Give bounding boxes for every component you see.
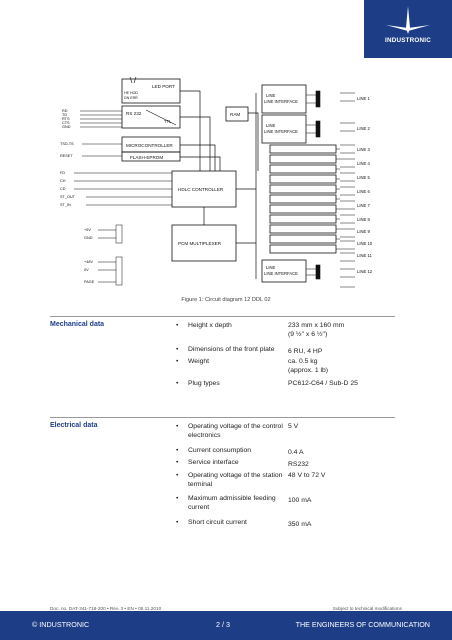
line-label: LINE 9 <box>357 229 370 234</box>
svg-text:LINE INTERFACE: LINE INTERFACE <box>264 99 298 104</box>
svg-text:RAM: RAM <box>230 112 240 117</box>
svg-text:CD: CD <box>60 187 66 191</box>
doc-reference: Doc. no. DAT-341-718-200 • Rev. 3 • EN •… <box>50 606 162 611</box>
svg-text:+5V: +5V <box>84 228 91 232</box>
svg-text:LINE INTERFACE: LINE INTERFACE <box>264 271 298 276</box>
left-signals-pwr: +5V GND +48V 0V PAGE <box>84 228 95 284</box>
subject-to-change: Subject to technical modifications <box>332 606 402 611</box>
svg-text:TD: TD <box>62 113 67 117</box>
logo-text: INDUSTRONIC <box>385 37 431 44</box>
figure-caption: Figure 1: Circuit diagram 12 DDL 02 <box>181 297 271 303</box>
line-label: LINE 2 <box>357 126 370 131</box>
svg-text:PCM MULTIPLEXER: PCM MULTIPLEXER <box>178 241 222 246</box>
microcontroller-block: MICROCONTROLLER FLASH-EPROM <box>121 136 181 162</box>
slogan: THE ENGINEERS OF COMMUNICATION <box>295 620 430 629</box>
rs232-block: RS 232 TTL <box>121 105 181 129</box>
line-label: LINE 12 <box>357 269 373 274</box>
hdlc-controller-block: HDLC CONTROLLER <box>171 170 237 208</box>
svg-text:MICROCONTROLLER: MICROCONTROLLER <box>126 143 173 148</box>
copyright: © INDUSTRONIC <box>32 620 90 629</box>
left-signals-ctl: FD CH CD ST_OUT ST_IN <box>60 171 76 207</box>
ram-block: RAM <box>225 106 249 122</box>
svg-text:CH: CH <box>60 179 66 183</box>
svg-text:+48V: +48V <box>84 260 93 264</box>
svg-text:RS 232: RS 232 <box>126 111 142 116</box>
svg-text:HDLC CONTROLLER: HDLC CONTROLLER <box>178 187 224 192</box>
svg-text:FD: FD <box>60 171 65 175</box>
section-title-electrical: Electrical data <box>50 422 98 429</box>
svg-text:FLASH-EPROM: FLASH-EPROM <box>130 155 163 160</box>
led-port-label: LED PORT <box>152 84 175 89</box>
line-label: LINE 5 <box>357 175 370 180</box>
svg-text:RESET: RESET <box>60 154 73 158</box>
line-labels: LINE 1 LINE 2 LINE 3 LINE 4 LINE 5 LINE … <box>357 96 373 274</box>
svg-text:RTS: RTS <box>62 117 70 121</box>
svg-text:PAGE: PAGE <box>84 280 95 284</box>
section-divider <box>50 417 395 418</box>
svg-text:TSD-TS: TSD-TS <box>60 142 74 146</box>
bus-lines <box>180 90 259 279</box>
industronic-logo: INDUSTRONIC <box>364 0 452 58</box>
logo-star-icon <box>386 6 430 34</box>
led-port-block: LED PORT HE HOD DN ERR <box>121 76 181 104</box>
svg-text:ST_IN: ST_IN <box>60 203 71 207</box>
header: INDUSTRONIC <box>0 0 452 58</box>
svg-text:ST_OUT: ST_OUT <box>60 195 76 199</box>
left-signals-mid: TSD-TS RESET <box>60 142 74 158</box>
svg-text:LINE INTERFACE: LINE INTERFACE <box>264 129 298 134</box>
line-label: LINE 7 <box>357 203 370 208</box>
pin-markers <box>340 92 355 288</box>
line-label: LINE 8 <box>357 217 370 222</box>
line-connectors <box>306 90 340 280</box>
svg-text:GND: GND <box>84 236 93 240</box>
section-divider <box>50 316 395 317</box>
footer-bar: © INDUSTRONIC 2 / 3 THE ENGINEERS OF COM… <box>0 611 452 640</box>
section-title-mechanical: Mechanical data <box>50 321 105 328</box>
led-status-labels: HE HOD <box>124 91 138 95</box>
line-label: LINE 11 <box>357 253 372 258</box>
line-label: LINE 4 <box>357 161 370 166</box>
left-signals-top: RD TD RTS CTS GND <box>62 109 71 129</box>
line-label: LINE 10 <box>357 241 373 246</box>
svg-text:CTS: CTS <box>62 121 70 125</box>
line-label: LINE 6 <box>357 189 370 194</box>
line-label: LINE 1 <box>357 96 370 101</box>
svg-text:RD: RD <box>62 109 68 113</box>
left-signal-wires <box>74 110 172 286</box>
svg-text:DN ERR: DN ERR <box>124 96 138 100</box>
svg-text:GND: GND <box>62 125 71 129</box>
svg-text:0V: 0V <box>84 268 89 272</box>
svg-text:LINE: LINE <box>266 93 276 98</box>
page-number: 2 / 3 <box>216 620 230 629</box>
circuit-diagram: LED PORT HE HOD DN ERR RS 232 TTL MICROC… <box>60 76 373 288</box>
pcm-multiplexer-block: PCM MULTIPLEXER <box>171 224 237 262</box>
svg-text:LINE: LINE <box>266 265 276 270</box>
svg-text:TTL: TTL <box>164 119 172 124</box>
svg-text:LINE: LINE <box>266 123 276 128</box>
line-label: LINE 3 <box>357 147 370 152</box>
line-interfaces: LINE LINE INTERFACE LINE LINE INTERFACE … <box>261 84 337 283</box>
